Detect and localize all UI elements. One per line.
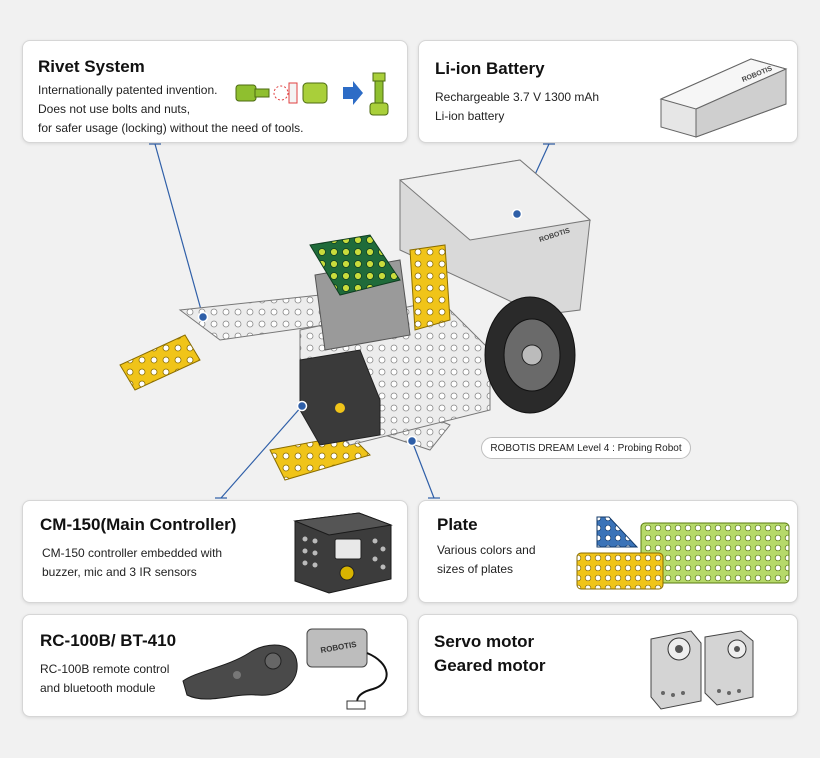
- card-line: sizes of plates: [437, 562, 514, 576]
- card-servo-geared-motor: Servo motor Geared motor: [418, 614, 798, 717]
- robot-battery: ROBOTIS: [398, 159, 592, 316]
- connector-controller: [220, 405, 303, 499]
- card-line: Li-ion battery: [435, 109, 505, 123]
- card-line: Rechargeable 3.7 V 1300 mAh: [435, 90, 600, 104]
- card-title-line-2: Geared motor: [434, 656, 546, 675]
- card-rc-100b-bt-410: RC-100B/ BT-410 RC-100B remote control a…: [22, 614, 408, 717]
- card-title: RC-100B/ BT-410: [40, 631, 177, 650]
- card-title: CM-150(Main Controller): [40, 515, 237, 534]
- card-description: Rechargeable 3.7 V 1300 mAh Li-ion batte…: [435, 88, 599, 126]
- card-line: CM-150 controller embedded with: [42, 546, 223, 560]
- card-line: Internationally patented invention.: [38, 83, 218, 97]
- battery-pack-icon: ROBOTIS: [659, 58, 788, 138]
- card-description: RC-100B remote control and bluetooth mod…: [40, 660, 169, 698]
- card-title-line-1: Servo motor: [434, 632, 535, 651]
- connector-rivet: [154, 143, 204, 318]
- card-plate: Plate Various colors and sizes of plates: [418, 500, 798, 603]
- card-li-ion-battery: Li-ion Battery Rechargeable 3.7 V 1300 m…: [418, 40, 798, 143]
- card-description: Internationally patented invention. Does…: [38, 81, 303, 138]
- card-cm-150-controller: CM-150(Main Controller) CM-150 controlle…: [22, 500, 408, 603]
- card-line: buzzer, mic and 3 IR sensors: [42, 565, 197, 579]
- card-line: Various colors and: [437, 543, 536, 557]
- robot-wheel: [484, 296, 576, 414]
- gamepad-and-module-icon: ROBOTIS: [182, 628, 388, 710]
- controller-box-icon: [293, 512, 393, 594]
- card-description: CM-150 controller embedded with buzzer, …: [42, 544, 222, 582]
- card-title: Li-ion Battery: [435, 59, 545, 78]
- connector-plate: [411, 440, 435, 499]
- card-title: Plate: [437, 515, 478, 534]
- card-line: and bluetooth module: [40, 681, 156, 695]
- rivet-parts-icon: [235, 72, 389, 116]
- probing-robot-illustration: ROBOTIS: [119, 159, 592, 481]
- motors-icon: [650, 630, 754, 710]
- card-line: for safer usage (locking) without the ne…: [38, 121, 304, 135]
- card-line: RC-100B remote control: [40, 662, 170, 676]
- card-rivet-system: Rivet System Internationally patented in…: [22, 40, 408, 143]
- card-description: Various colors and sizes of plates: [437, 541, 536, 579]
- robot-caption-badge: ROBOTIS DREAM Level 4 : Probing Robot: [481, 437, 691, 459]
- card-line: Does not use bolts and nuts,: [38, 102, 191, 116]
- card-title: Rivet System: [38, 57, 145, 76]
- plates-icon: [576, 516, 790, 590]
